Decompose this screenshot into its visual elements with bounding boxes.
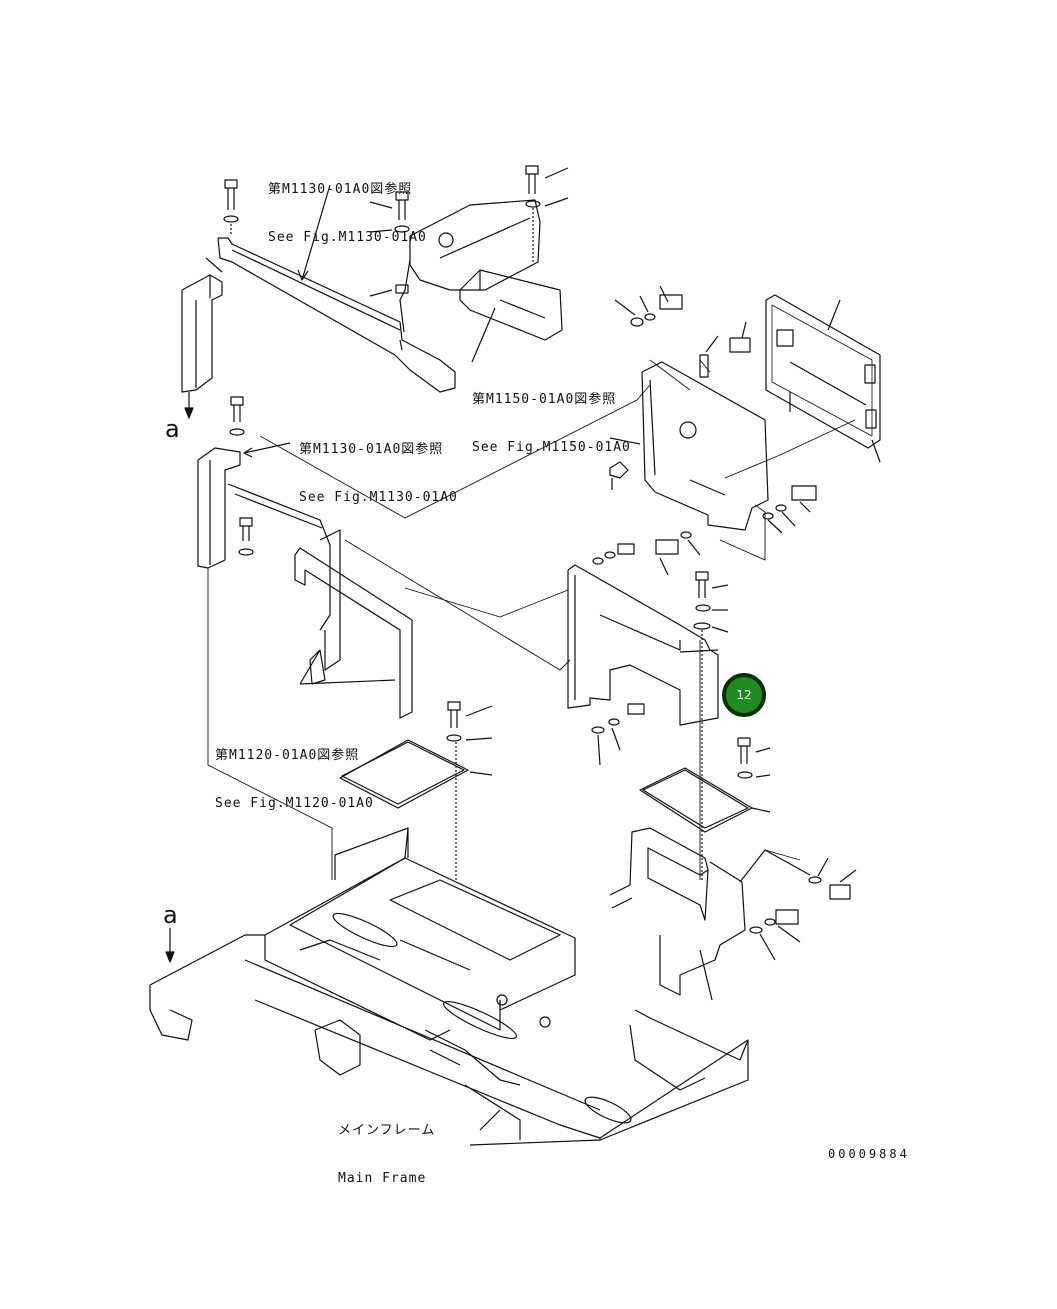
reference-label-en: See Fig.M1150-01A0 [472, 440, 631, 455]
side-panel-hardware [609, 285, 817, 576]
bolt-upper-left [223, 179, 239, 236]
reference-label-en: See Fig.M1130-01A0 [299, 490, 458, 505]
assembly-leader-lines [207, 359, 856, 880]
left-side-bracket [181, 257, 223, 393]
bolt-upper-right [525, 165, 569, 262]
left-upright-frame [197, 447, 331, 631]
cover-plate-left [339, 701, 493, 880]
reference-label-jp: 第M1130-01A0図参照 [299, 442, 444, 457]
drawing-number: 00009884 [828, 1147, 910, 1161]
door-panel [765, 294, 881, 463]
cover-plate-right [639, 737, 771, 833]
main-frame [149, 827, 749, 1146]
view-letter-a-lower: a [163, 901, 178, 929]
rear-support-frame [609, 827, 857, 1001]
reference-label-en: See Fig.M1120-01A0 [215, 796, 374, 811]
support-frame-center [294, 529, 413, 719]
view-arrow-a-lower [165, 928, 175, 963]
upper-cover-bracket [395, 199, 541, 333]
reference-label-m1120: 第M1120-01A0図参照 See Fig.M1120-01A0 [215, 716, 374, 844]
bulkhead-hardware [591, 543, 729, 880]
reference-label-m1130-middle: 第M1130-01A0図参照 See Fig.M1130-01A0 [299, 410, 458, 538]
reference-label-en: See Fig.M1130-01A0 [268, 230, 427, 245]
reference-label-jp: 第M1130-01A0図参照 [268, 182, 413, 197]
reference-label-jp: 第M1150-01A0図参照 [472, 392, 617, 407]
angle-bracket [459, 269, 563, 341]
bolt-upper-center [369, 191, 410, 297]
bolt-left-middle [229, 396, 254, 556]
bulkhead-panel [567, 564, 719, 726]
view-arrow-a-upper [184, 392, 194, 419]
main-frame-label-en: Main Frame [338, 1171, 427, 1186]
reference-label-m1150: 第M1150-01A0図参照 See Fig.M1150-01A0 [472, 360, 631, 488]
side-panel [641, 361, 769, 531]
reference-label-m1130-top: 第M1130-01A0図参照 See Fig.M1130-01A0 [268, 150, 427, 278]
reference-label-jp: 第M1120-01A0図参照 [215, 748, 360, 763]
view-letter-a-upper: a [165, 415, 180, 443]
callout-number: 12 [736, 688, 752, 702]
upper-cross-beam [217, 237, 456, 393]
main-frame-label: メインフレーム Main Frame [338, 1091, 435, 1219]
main-frame-label-jp: メインフレーム [338, 1123, 436, 1138]
callout-marker-12[interactable]: 12 [722, 673, 766, 717]
